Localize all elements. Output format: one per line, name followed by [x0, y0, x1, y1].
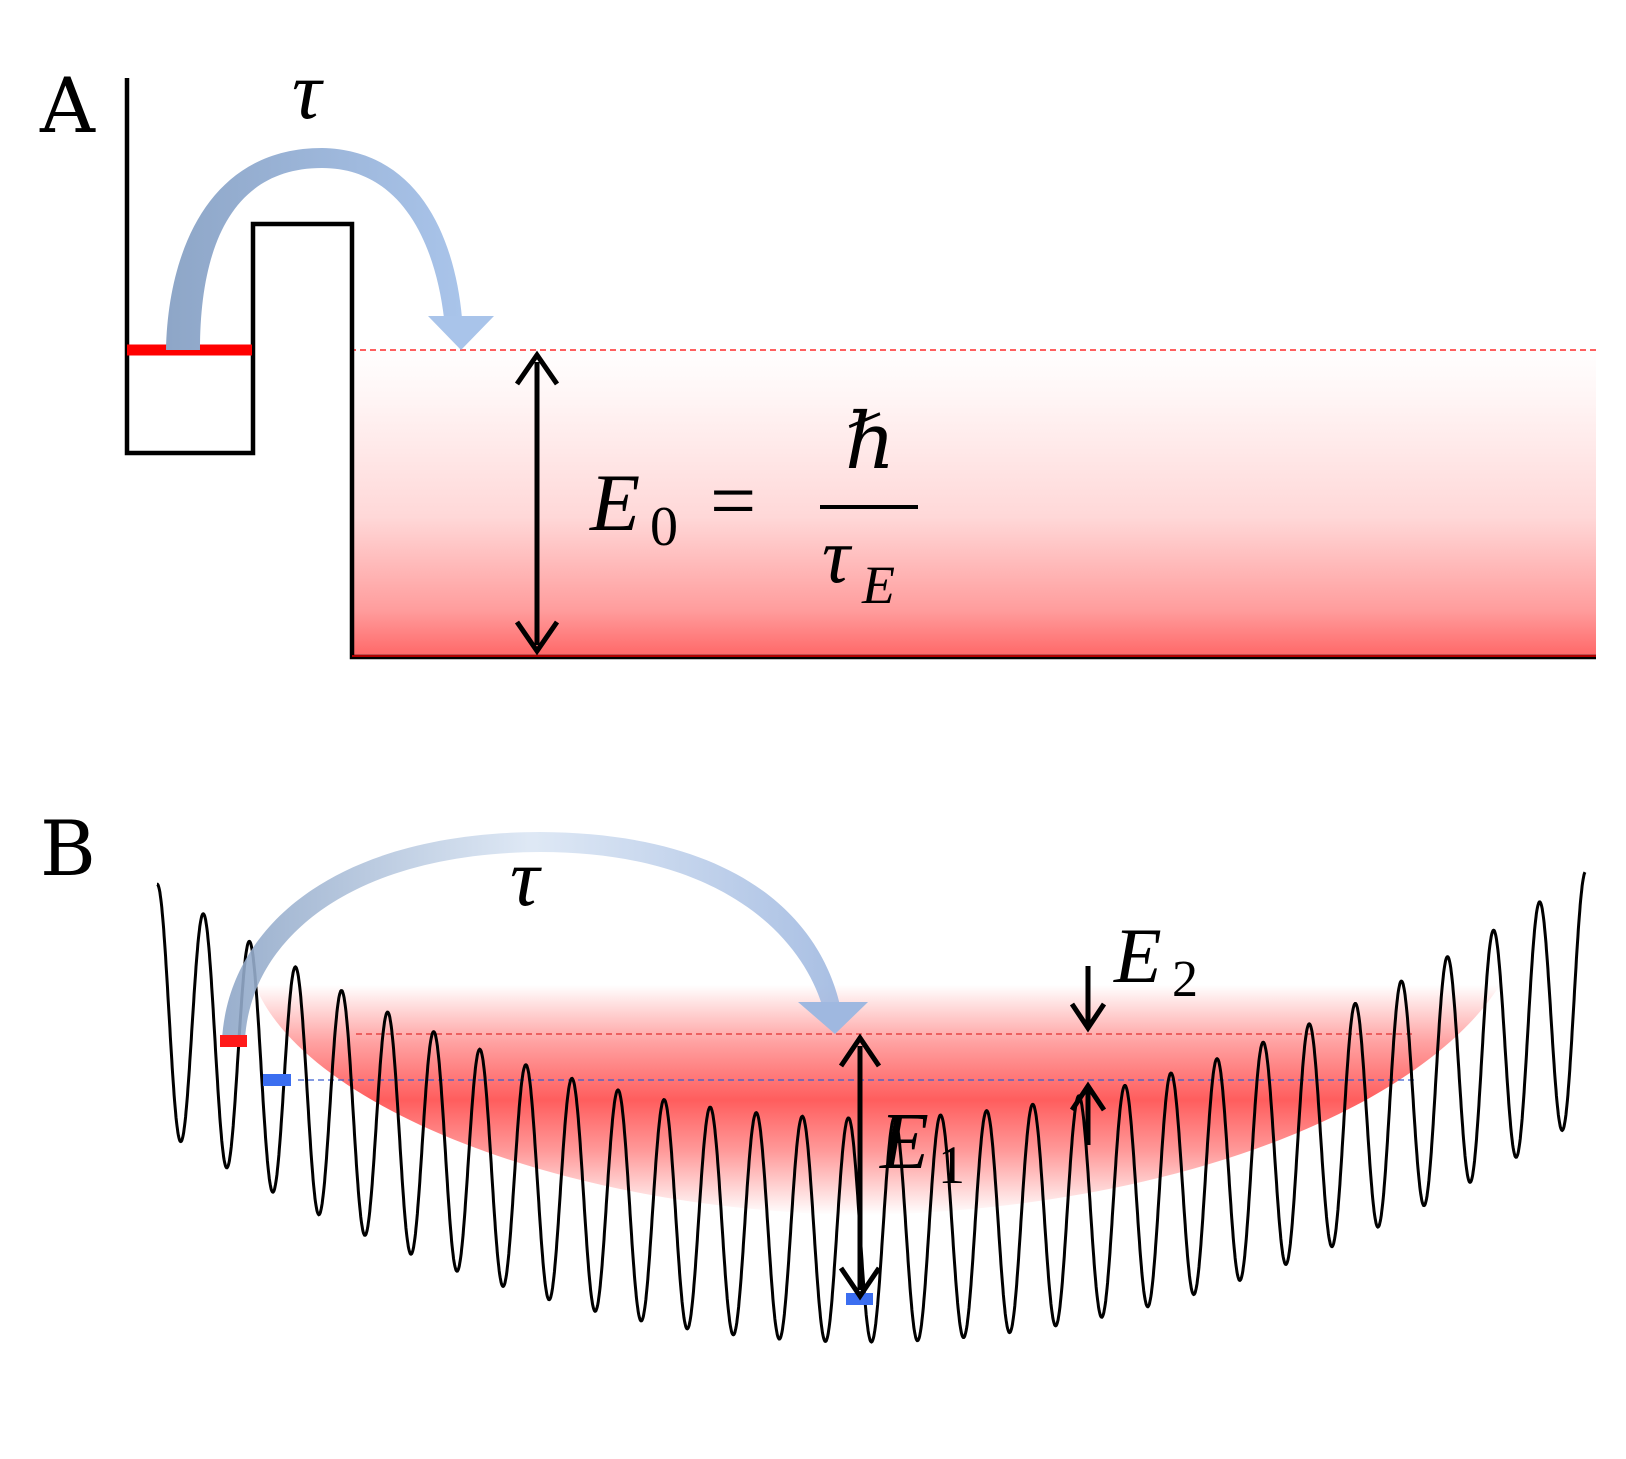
equals-sign: = [710, 455, 756, 546]
e1-symbol: E [879, 1098, 929, 1186]
e2-arrow-up-head [1069, 1081, 1107, 1112]
tau-e-subscript: E [861, 555, 895, 615]
tunneling-arrow-head [428, 316, 494, 350]
reservoir-fill [350, 348, 1596, 656]
panel-b: B τ E 1 E 2 [40, 804, 1587, 1344]
panel-b-label: B [40, 804, 96, 893]
reservoir-bowl-fill [255, 985, 1500, 1215]
e0-equation: E 0 = ℏ τ E [589, 398, 918, 615]
hbar-symbol: ℏ [845, 398, 895, 485]
e0-symbol: E [589, 457, 640, 548]
e1-arrow-head-top [838, 1033, 882, 1068]
e1-subscript: 1 [938, 1135, 965, 1195]
panel-a-label: A [39, 61, 96, 150]
e2-arrow-down-head [1069, 1002, 1107, 1033]
e0-arrow-head-bottom [514, 620, 560, 656]
periodic-potential-curve [156, 871, 1587, 1344]
panel-a: A τ E 0 = ℏ τ E [39, 45, 1596, 660]
e0-subscript: 0 [650, 496, 678, 558]
e2-subscript: 2 [1172, 951, 1198, 1008]
level-marker-blue-left [263, 1074, 291, 1086]
tau-symbol-b: τ [510, 832, 542, 923]
tunneling-arrow-b-head [798, 1002, 868, 1034]
e2-symbol: E [1113, 912, 1162, 999]
e1-arrow-head-bottom [838, 1266, 882, 1301]
tau-symbol-a: τ [292, 45, 324, 136]
tau-e-symbol: τ [822, 512, 853, 599]
level-marker-red [220, 1035, 247, 1047]
tunneling-arrow-body [166, 148, 462, 350]
e0-arrow-head-top [514, 350, 560, 386]
